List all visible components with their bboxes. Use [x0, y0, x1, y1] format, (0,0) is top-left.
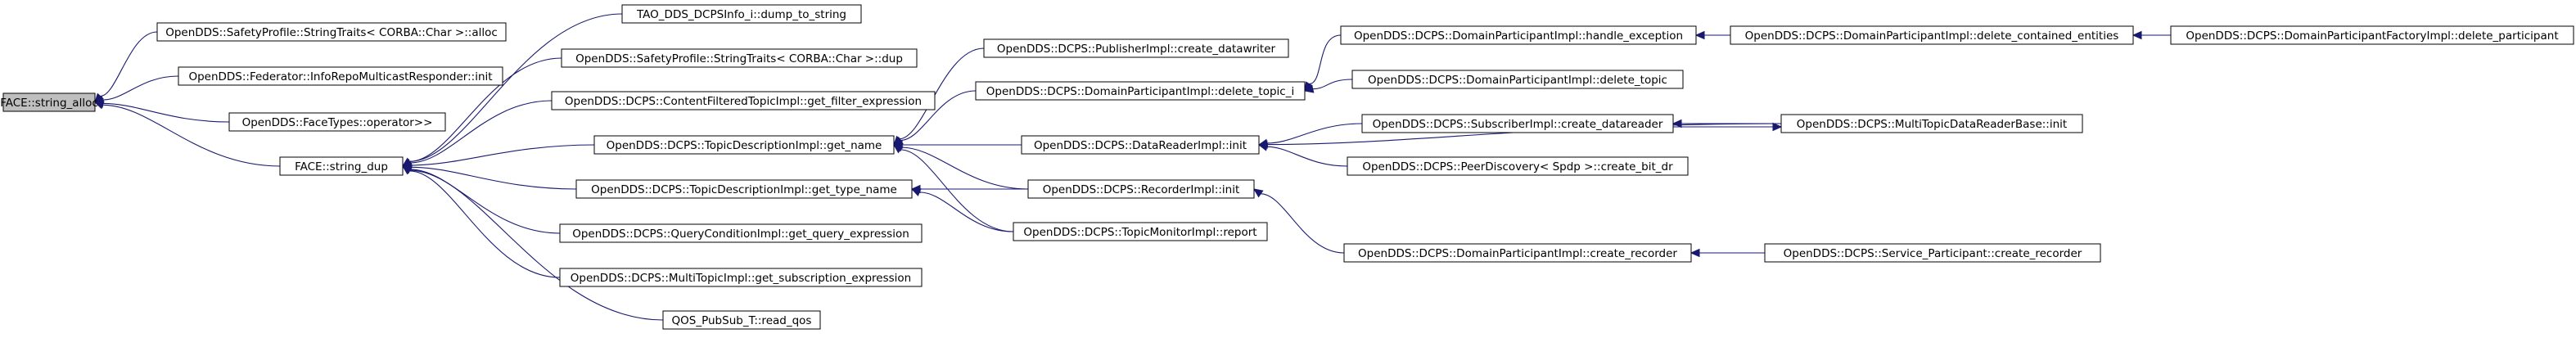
node-topicmonitor-report[interactable]: OpenDDS::DCPS::TopicMonitorImpl::report [1013, 222, 1268, 241]
call-edge [1261, 193, 1345, 254]
call-edge [1266, 123, 1782, 146]
svg-text:OpenDDS::DCPS::RecorderImpl::i: OpenDDS::DCPS::RecorderImpl::init [1043, 183, 1240, 196]
arrowhead-icon [1253, 188, 1264, 198]
svg-text:OpenDDS::DCPS::MultiTopicDataR: OpenDDS::DCPS::MultiTopicDataReaderBase:… [1797, 118, 2067, 131]
call-edge [102, 75, 179, 101]
node-delete-topic-i[interactable]: OpenDDS::DCPS::DomainParticipantImpl::de… [975, 81, 1306, 101]
svg-text:OpenDDS::DCPS::TopicDescriptio: OpenDDS::DCPS::TopicDescriptionImpl::get… [591, 183, 897, 196]
node-stringtraits-alloc[interactable]: OpenDDS::SafetyProfile::StringTraits< CO… [156, 22, 507, 42]
call-edge [410, 144, 595, 166]
arrowhead-icon [1257, 140, 1268, 149]
call-edge [102, 102, 230, 123]
arrowhead-icon [910, 188, 922, 196]
node-stringtraits-dup[interactable]: OpenDDS::SafetyProfile::StringTraits< CO… [561, 48, 918, 68]
svg-text:OpenDDS::DCPS::QueryConditionI: OpenDDS::DCPS::QueryConditionImpl::get_q… [572, 228, 909, 241]
arrowhead-icon [401, 165, 413, 174]
arrowhead-icon [1690, 248, 1700, 258]
call-edge [410, 169, 561, 234]
svg-text:OpenDDS::DCPS::ContentFiltered: OpenDDS::DCPS::ContentFilteredTopicImpl:… [565, 95, 922, 108]
svg-text:OpenDDS::DCPS::SubscriberImpl:: OpenDDS::DCPS::SubscriberImpl::create_da… [1373, 118, 1663, 131]
arrowhead-icon [1303, 84, 1315, 93]
call-edge [409, 170, 561, 278]
node-delete-contained-entities[interactable]: OpenDDS::DCPS::DomainParticipantImpl::de… [1730, 25, 2134, 45]
svg-text:OpenDDS::FaceTypes::operator>>: OpenDDS::FaceTypes::operator>> [242, 116, 433, 129]
arrowhead-icon [1772, 122, 1783, 132]
call-graph-edges [93, 13, 2171, 321]
node-create-datareader[interactable]: OpenDDS::DCPS::SubscriberImpl::create_da… [1361, 114, 1674, 133]
node-get-name[interactable]: OpenDDS::DCPS::TopicDescriptionImpl::get… [593, 135, 895, 155]
call-edge [100, 31, 158, 97]
node-delete-topic[interactable]: OpenDDS::DCPS::DomainParticipantImpl::de… [1351, 70, 1684, 89]
arrowhead-icon [1671, 119, 1682, 128]
node-get-query-expression[interactable]: OpenDDS::DCPS::QueryConditionImpl::get_q… [559, 223, 923, 243]
svg-text:OpenDDS::Federator::InfoRepoMu: OpenDDS::Federator::InfoRepoMulticastRes… [188, 70, 492, 83]
svg-text:OpenDDS::SafetyProfile::String: OpenDDS::SafetyProfile::StringTraits< CO… [165, 26, 498, 39]
svg-text:OpenDDS::DCPS::DomainParticipa: OpenDDS::DCPS::DomainParticipantFactoryI… [2186, 29, 2558, 43]
arrowhead-icon [93, 101, 105, 110]
call-edge [410, 166, 577, 190]
call-edge [919, 192, 1014, 232]
arrowhead-icon [2132, 30, 2142, 40]
node-datareader-init[interactable]: OpenDDS::DCPS::DataReaderImpl::init [1021, 135, 1260, 155]
node-recorder-init[interactable]: OpenDDS::DCPS::RecorderImpl::init [1027, 179, 1255, 199]
call-edge [410, 100, 553, 164]
node-handle-exception[interactable]: OpenDDS::DCPS::DomainParticipantImpl::ha… [1340, 25, 1697, 45]
svg-text:OpenDDS::DCPS::Service_Partici: OpenDDS::DCPS::Service_Participant::crea… [1784, 247, 2082, 260]
node-face-string-alloc[interactable]: FACE::string_alloc [0, 92, 98, 112]
node-get-subscription-expression[interactable]: OpenDDS::DCPS::MultiTopicImpl::get_subsc… [559, 268, 923, 287]
svg-text:OpenDDS::DCPS::DomainParticipa: OpenDDS::DCPS::DomainParticipantImpl::de… [986, 85, 1294, 98]
node-face-string-dup[interactable]: FACE::string_dup [279, 156, 404, 176]
svg-text:OpenDDS::DCPS::DomainParticipa: OpenDDS::DCPS::DomainParticipantImpl::de… [1745, 29, 2119, 43]
node-read-qos[interactable]: QOS_PubSub_T::read_qos [662, 310, 821, 330]
call-edge [102, 104, 281, 167]
call-edge [1266, 146, 1348, 167]
call-graph-nodes: FACE::string_alloc OpenDDS::SafetyProfil… [0, 4, 2574, 330]
call-edge [899, 47, 985, 140]
svg-text:OpenDDS::DCPS::MultiTopicImpl:: OpenDDS::DCPS::MultiTopicImpl::get_subsc… [571, 272, 911, 285]
node-create-datawriter[interactable]: OpenDDS::DCPS::PublisherImpl::create_dat… [983, 38, 1289, 58]
node-facetypes-operator[interactable]: OpenDDS::FaceTypes::operator>> [228, 112, 446, 132]
node-inforepo-multicast-responder-init[interactable]: OpenDDS::Federator::InfoRepoMulticastRes… [178, 66, 503, 86]
node-delete-participant[interactable]: OpenDDS::DCPS::DomainParticipantFactoryI… [2170, 25, 2574, 45]
node-create-bit-dr[interactable]: OpenDDS::DCPS::PeerDiscovery< Spdp >::cr… [1347, 156, 1689, 176]
node-service-participant-create-recorder[interactable]: OpenDDS::DCPS::Service_Participant::crea… [1764, 243, 2101, 263]
node-dcpsinfo-dump-to-string[interactable]: TAO_DDS_DCPSInfo_i::dump_to_string [621, 4, 862, 24]
svg-text:TAO_DDS_DCPSInfo_i::dump_to_st: TAO_DDS_DCPSInfo_i::dump_to_string [636, 8, 846, 21]
svg-text:OpenDDS::DCPS::DataReaderImpl:: OpenDDS::DCPS::DataReaderImpl::init [1034, 139, 1247, 152]
arrowhead-icon [1694, 30, 1705, 40]
call-edge [1309, 34, 1342, 85]
arrowhead-icon [893, 144, 904, 154]
call-edge [409, 169, 664, 321]
node-get-filter-expression[interactable]: OpenDDS::DCPS::ContentFilteredTopicImpl:… [551, 91, 936, 110]
call-edge [409, 57, 562, 162]
svg-text:OpenDDS::DCPS::DomainParticipa: OpenDDS::DCPS::DomainParticipantImpl::cr… [1358, 247, 1677, 260]
call-edge [409, 13, 623, 162]
call-edge [900, 149, 1014, 232]
svg-text:OpenDDS::DCPS::TopicDescriptio: OpenDDS::DCPS::TopicDescriptionImpl::get… [607, 139, 882, 152]
node-multitopic-datareader-init[interactable]: OpenDDS::DCPS::MultiTopicDataReaderBase:… [1780, 114, 2083, 133]
svg-text:FACE::string_dup: FACE::string_dup [295, 160, 388, 174]
node-create-recorder[interactable]: OpenDDS::DCPS::DomainParticipantImpl::cr… [1343, 243, 1692, 263]
call-edge [901, 146, 1029, 190]
svg-text:OpenDDS::DCPS::TopicMonitorImp: OpenDDS::DCPS::TopicMonitorImpl::report [1023, 226, 1256, 239]
svg-text:OpenDDS::DCPS::DomainParticipa: OpenDDS::DCPS::DomainParticipantImpl::ha… [1354, 29, 1683, 43]
call-edge [900, 90, 977, 142]
svg-text:QOS_PubSub_T::read_qos: QOS_PubSub_T::read_qos [672, 314, 812, 327]
svg-text:OpenDDS::DCPS::PublisherImpl::: OpenDDS::DCPS::PublisherImpl::create_dat… [997, 43, 1276, 56]
call-edge [1266, 123, 1363, 144]
svg-text:OpenDDS::SafetyProfile::String: OpenDDS::SafetyProfile::StringTraits< CO… [575, 52, 903, 65]
node-get-type-name[interactable]: OpenDDS::DCPS::TopicDescriptionImpl::get… [575, 179, 913, 199]
svg-text:OpenDDS::DCPS::DomainParticipa: OpenDDS::DCPS::DomainParticipantImpl::de… [1368, 74, 1667, 87]
svg-text:FACE::string_alloc: FACE::string_alloc [0, 97, 98, 110]
svg-text:OpenDDS::DCPS::PeerDiscovery<: OpenDDS::DCPS::PeerDiscovery< Spdp >::cr… [1362, 160, 1673, 174]
call-edge [1312, 79, 1353, 90]
